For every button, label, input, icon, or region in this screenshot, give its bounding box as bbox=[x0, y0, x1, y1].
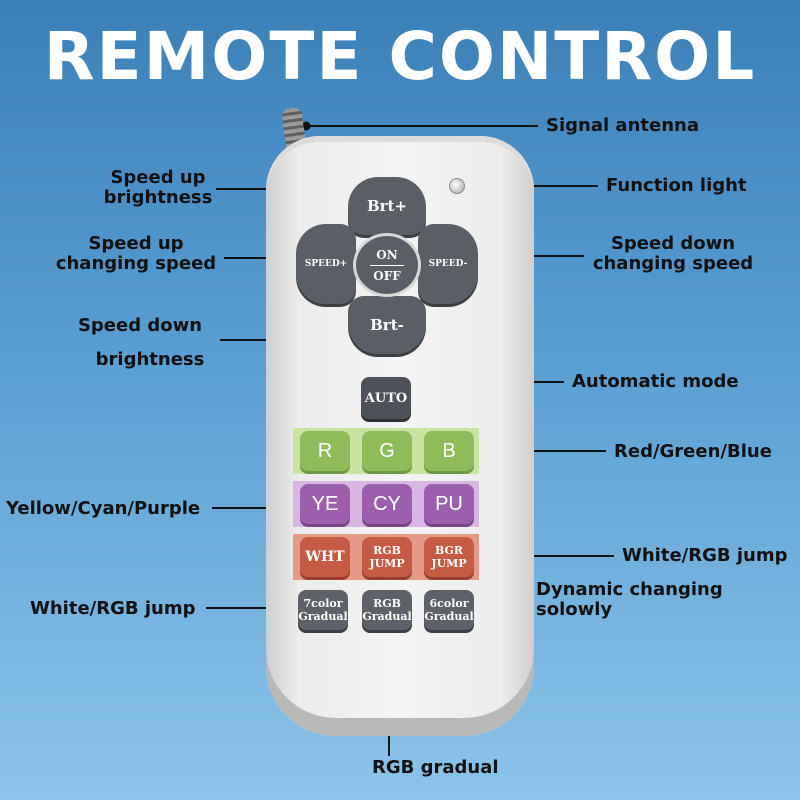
label-automatic-mode: Automatic mode bbox=[572, 371, 739, 392]
red-button[interactable]: R bbox=[300, 431, 350, 471]
page-title: REMOTE CONTROL bbox=[43, 18, 757, 95]
bgr-jump-button[interactable]: BGR JUMP bbox=[424, 537, 474, 577]
blue-button[interactable]: B bbox=[424, 431, 474, 471]
label-speed-up-changing-line1: Speed up bbox=[88, 233, 184, 254]
label-speed-up-brightness: Speed up brightness bbox=[96, 168, 220, 208]
speed-down-button[interactable]: SPEED- bbox=[418, 224, 478, 304]
label-dynamic-line1: Dynamic changing bbox=[536, 579, 723, 600]
rgb-jump-line2: JUMP bbox=[369, 557, 405, 570]
label-speed-down-brightness-line2: brightness bbox=[95, 349, 205, 370]
label-speed-up-changing-line2: changing speed bbox=[55, 253, 217, 274]
speed-up-button[interactable]: SPEED+ bbox=[296, 224, 356, 304]
power-divider bbox=[370, 264, 404, 266]
bgr-jump-line1: BGR bbox=[434, 544, 464, 557]
brightness-up-button[interactable]: Brt+ bbox=[348, 177, 426, 235]
seven-color-line2: Gradual bbox=[298, 610, 348, 623]
function-light-indicator bbox=[449, 178, 465, 194]
rgb-gradual-line2: Gradual bbox=[362, 610, 412, 623]
bgr-jump-line2: JUMP bbox=[431, 557, 467, 570]
yellow-button[interactable]: YE bbox=[300, 484, 350, 524]
purple-button[interactable]: PU bbox=[424, 484, 474, 524]
cyan-button[interactable]: CY bbox=[362, 484, 412, 524]
brightness-down-button[interactable]: Brt- bbox=[348, 296, 426, 354]
label-speed-down-changing-line2: changing speed bbox=[592, 253, 754, 274]
green-button[interactable]: G bbox=[362, 431, 412, 471]
label-speed-down-changing: Speed down changing speed bbox=[590, 234, 756, 274]
label-yellow-cyan-purple: Yellow/Cyan/Purple bbox=[6, 498, 201, 519]
six-color-gradual-button[interactable]: 6color Gradual bbox=[424, 590, 474, 630]
seven-color-line1: 7color bbox=[303, 597, 343, 610]
label-function-light: Function light bbox=[606, 175, 747, 196]
label-speed-up-brightness-line2: brightness bbox=[103, 187, 213, 208]
seven-color-gradual-button[interactable]: 7color Gradual bbox=[298, 590, 348, 630]
rgb-gradual-line1: RGB bbox=[373, 597, 401, 610]
label-speed-up-changing: Speed up changing speed bbox=[48, 234, 224, 274]
label-speed-down-changing-line1: Speed down bbox=[610, 233, 736, 254]
power-off-label: OFF bbox=[373, 268, 401, 283]
label-rgb-gradual: RGB gradual bbox=[372, 757, 499, 778]
power-button[interactable]: ON OFF bbox=[356, 236, 418, 294]
label-red-green-blue: Red/Green/Blue bbox=[614, 441, 772, 462]
six-color-line2: Gradual bbox=[424, 610, 474, 623]
rgb-gradual-button[interactable]: RGB Gradual bbox=[362, 590, 412, 630]
label-dynamic-line2: solowly bbox=[536, 599, 613, 620]
power-on-label: ON bbox=[376, 247, 398, 262]
label-white-rgb-jump-left: White/RGB jump bbox=[30, 598, 196, 619]
label-dynamic-changing: Dynamic changing solowly bbox=[536, 580, 723, 620]
rgb-jump-line1: RGB bbox=[373, 544, 401, 557]
auto-button[interactable]: AUTO bbox=[361, 377, 411, 419]
white-button[interactable]: WHT bbox=[300, 537, 350, 577]
label-white-rgb-jump-right: White/RGB jump bbox=[622, 545, 788, 566]
label-speed-up-brightness-line1: Speed up bbox=[110, 167, 206, 188]
label-speed-down-brightness-line1: Speed down bbox=[77, 315, 203, 336]
rgb-jump-button[interactable]: RGB JUMP bbox=[362, 537, 412, 577]
six-color-line1: 6color bbox=[429, 597, 469, 610]
label-signal-antenna: Signal antenna bbox=[546, 115, 699, 136]
